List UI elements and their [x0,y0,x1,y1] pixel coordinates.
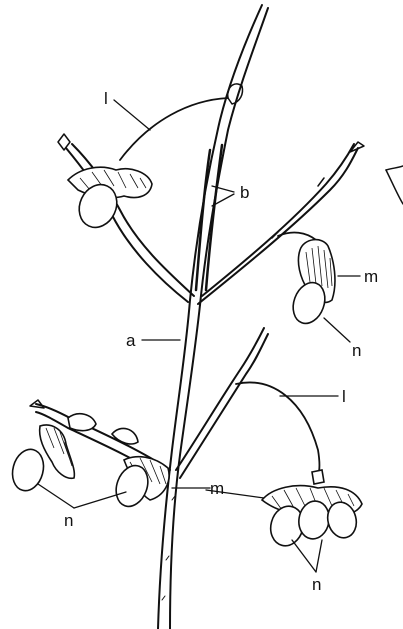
label-n-bottom: n [312,575,321,594]
fruit-right [278,233,335,328]
lower-right-branch [176,328,268,478]
label-b: b [240,183,249,202]
right-upper-branch [198,142,364,304]
label-n-right: n [352,341,361,360]
fruit-lower-left [8,414,169,511]
partial-leaf-edge [386,166,403,204]
label-l-right: l [342,387,346,406]
left-upper-branch [58,134,194,302]
main-stem [158,5,268,629]
label-m-bottom: m [210,479,224,498]
label-n-left: n [64,511,73,530]
fruit-lower-right [236,382,362,549]
fruit-top-left [68,167,152,233]
label-a: a [126,331,136,350]
label-m-right: m [364,267,378,286]
label-l-top: l [104,89,108,108]
